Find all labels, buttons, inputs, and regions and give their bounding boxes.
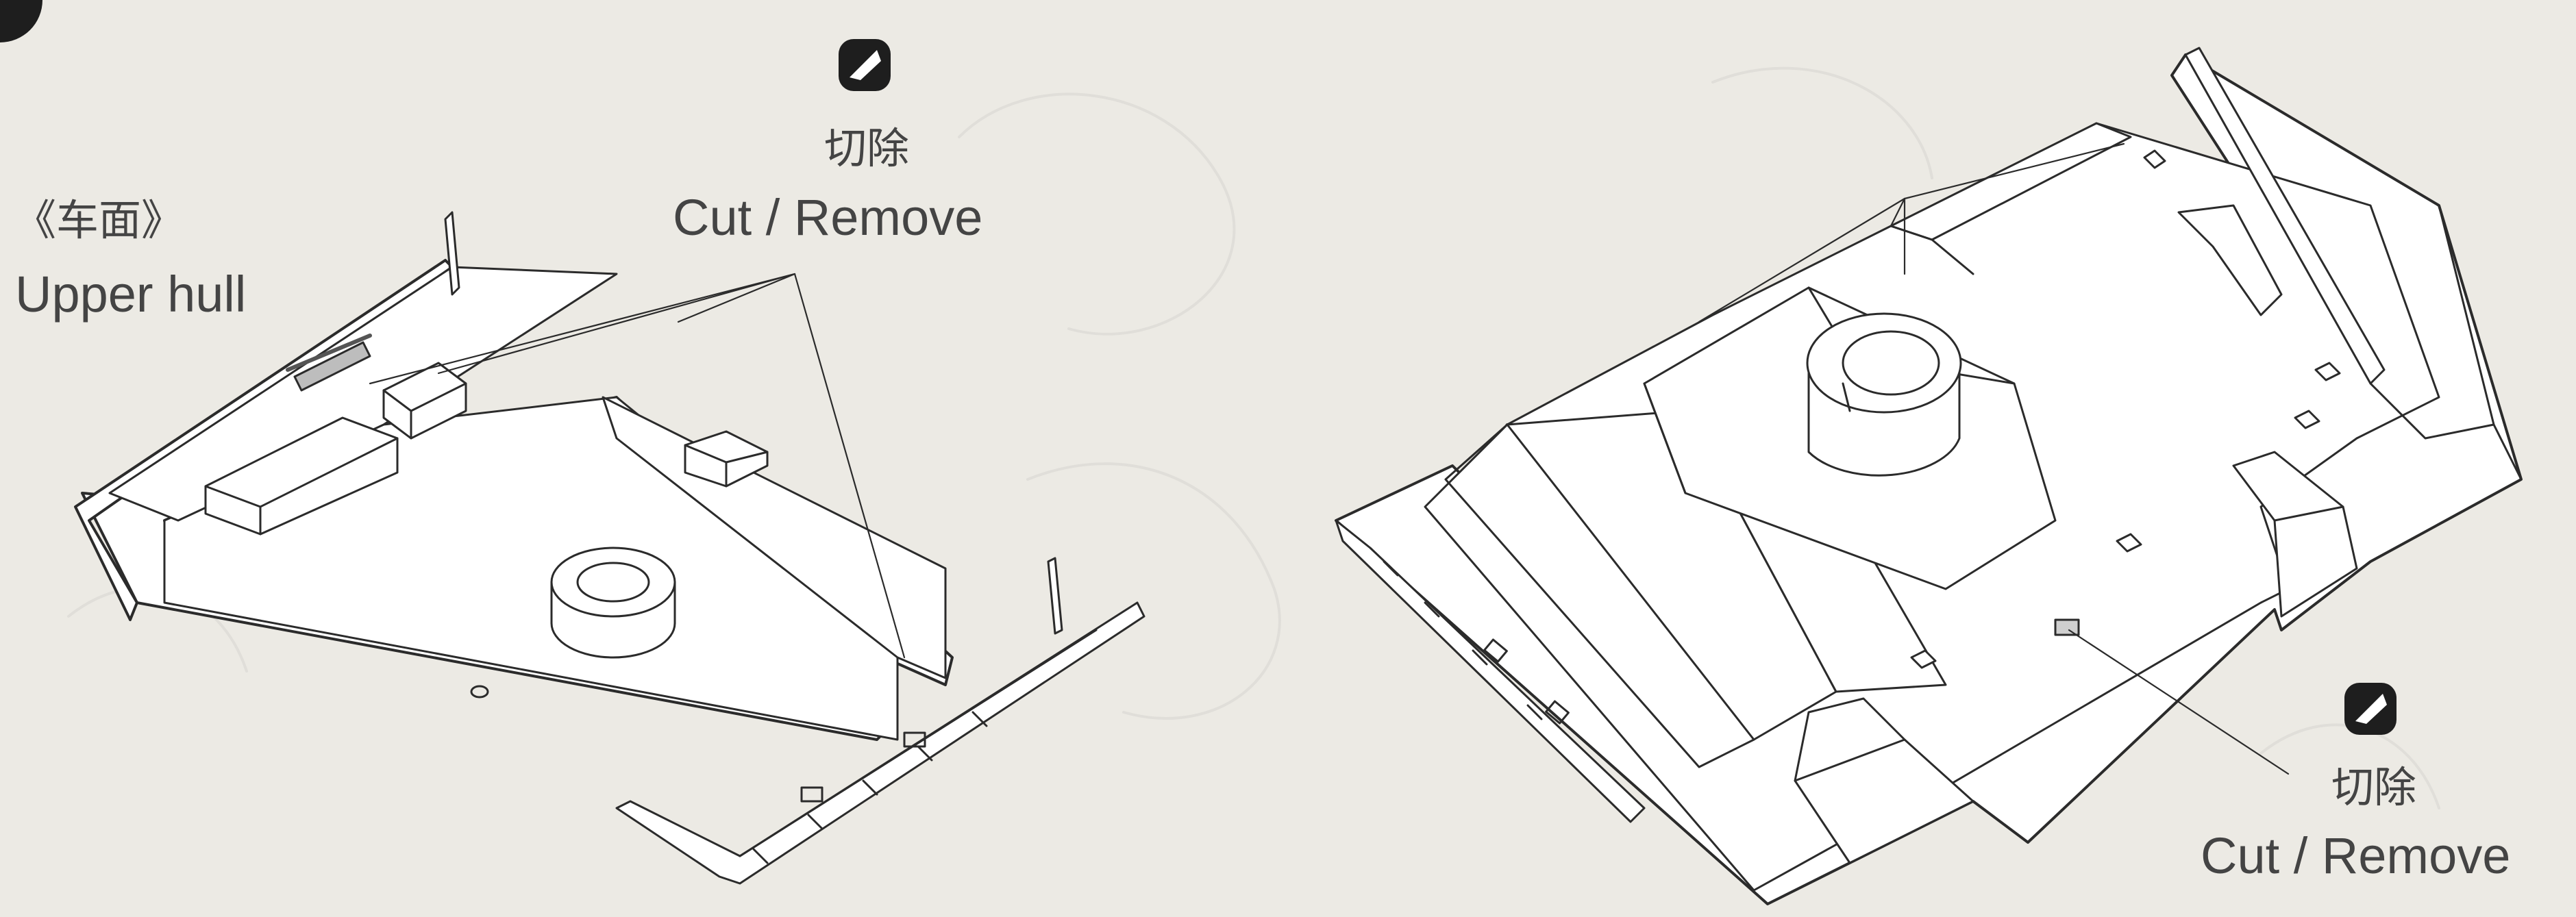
left-side-wall	[74, 259, 454, 621]
left-cut-leaders	[369, 273, 906, 659]
right-lower-hull-drawing	[1335, 47, 2523, 905]
left-cut-label-en: Cut / Remove	[673, 189, 983, 246]
left-turret-ring-top	[550, 547, 676, 618]
right-cut-label-en: Cut / Remove	[2201, 827, 2511, 884]
left-cut-icon	[839, 39, 891, 91]
step-badge-icon	[0, 0, 42, 42]
left-vent-box	[382, 362, 467, 440]
upper-hull-label-zh: 《车面》	[14, 197, 184, 244]
right-rear-block	[2177, 204, 2283, 316]
left-front-skirt	[615, 601, 1145, 885]
right-cut-leaders	[1698, 142, 2290, 775]
left-upper-hull-drawing	[74, 211, 1145, 885]
right-side-skirt	[1335, 519, 1646, 823]
right-cut-label-zh: 切除	[2331, 764, 2416, 812]
right-cut-tab	[2054, 618, 2080, 636]
right-cut-icon	[2344, 683, 2397, 735]
right-turret-ring	[1806, 312, 1962, 477]
left-cut-label-zh: 切除	[823, 125, 909, 173]
left-hatch-block	[684, 430, 769, 488]
upper-hull-label-en: Upper hull	[15, 266, 247, 323]
